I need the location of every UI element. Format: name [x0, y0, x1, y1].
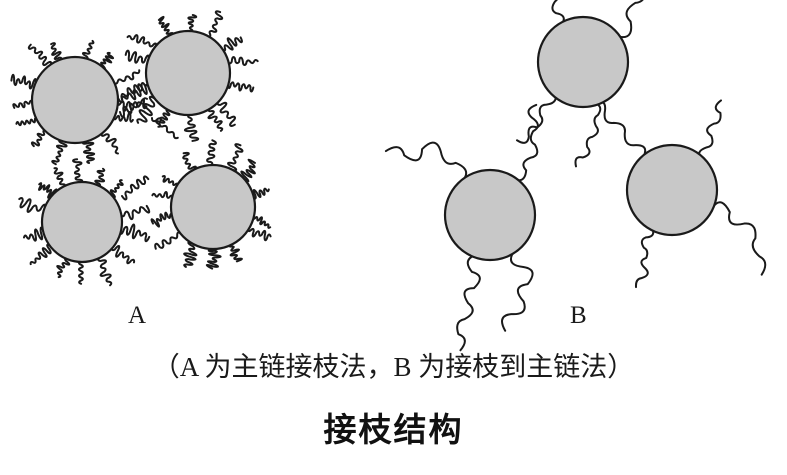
polymer-chain-a-2-11 — [72, 158, 84, 184]
figure-title: 接枝结构 — [323, 411, 464, 448]
polymer-chain-a-1-13 — [183, 113, 200, 142]
polymer-chain-a-2-1 — [119, 223, 151, 243]
polymer-chain-b-0-1 — [618, 0, 644, 39]
polymer-chain-a-3-3 — [182, 151, 197, 173]
polymer-chain-a-1-7 — [206, 10, 224, 38]
panel-b-illustration — [384, 0, 767, 352]
particle-a-1 — [144, 29, 232, 117]
polymer-chain-b-0-0 — [551, 0, 565, 25]
polymer-chain-b-1-2 — [456, 254, 481, 352]
polymer-chain-a-1-10 — [227, 81, 255, 93]
polymer-chain-a-3-12 — [183, 241, 198, 268]
bridge-chain-a-0 — [117, 82, 147, 104]
polymer-chain-a-3-7 — [251, 187, 270, 200]
polymer-chain-a-1-5 — [157, 15, 174, 37]
polymer-chain-a-0-0 — [12, 99, 34, 109]
polymer-chain-a-2-10 — [53, 167, 66, 189]
polymer-chain-a-2-7 — [22, 226, 45, 242]
polymer-chain-a-3-6 — [240, 158, 256, 183]
polymer-chain-a-2-3 — [97, 256, 113, 287]
bridge-chain-a-2 — [150, 117, 179, 140]
polymer-chain-a-2-0 — [119, 204, 151, 221]
polymer-chain-b-0-2 — [515, 95, 557, 144]
polymer-chain-b-2-3 — [710, 201, 767, 276]
particle-a-2 — [40, 180, 124, 264]
panel-b-label: B — [570, 302, 587, 329]
polymer-chain-a-0-2 — [27, 43, 53, 68]
polymer-chain-a-2-12 — [94, 167, 106, 187]
polymer-chain-a-3-9 — [247, 227, 272, 242]
polymer-chain-a-3-5 — [227, 143, 244, 172]
polymer-chain-a-2-2 — [110, 245, 136, 265]
polymer-chain-a-1-4 — [126, 34, 158, 49]
polymer-chain-a-0-1 — [10, 73, 37, 90]
polymer-chain-a-3-11 — [205, 247, 222, 270]
polymer-chain-a-2-8 — [18, 197, 47, 213]
polymer-chain-a-1-0 — [155, 108, 171, 128]
polymer-chain-a-3-0 — [150, 211, 174, 228]
polymer-chain-a-0-6 — [112, 69, 141, 85]
panel-a-label: A — [128, 302, 147, 329]
polymer-chain-a-3-8 — [252, 216, 272, 229]
polymer-chain-a-3-1 — [151, 191, 174, 199]
polymer-chain-a-1-3 — [124, 49, 150, 64]
polymer-chain-a-0-10 — [82, 139, 96, 165]
polymer-chain-a-1-6 — [187, 14, 198, 33]
polymer-chain-a-1-1 — [136, 95, 158, 124]
polymer-chain-a-0-5 — [99, 51, 115, 70]
polymer-chain-a-2-13 — [109, 179, 124, 199]
polymer-chain-a-0-12 — [30, 129, 47, 148]
polymer-chain-a-2-4 — [78, 260, 84, 285]
bridge-chain-a-1 — [119, 97, 148, 119]
polymer-chain-a-2-6 — [29, 243, 53, 266]
particle-b-0 — [536, 15, 630, 109]
bridge-chain-a-3 — [121, 175, 150, 201]
polymer-chain-a-1-9 — [227, 55, 259, 66]
polymer-chain-a-1-8 — [221, 36, 243, 52]
polymer-chain-a-0-3 — [50, 42, 63, 62]
figure-caption: （A 为主链接枝法，B 为接枝到主链法） — [152, 352, 635, 382]
particle-b-2 — [625, 143, 719, 237]
polymer-chain-b-2-2 — [634, 228, 655, 289]
polymer-chain-b-1-0 — [384, 141, 468, 182]
polymer-chain-b-0-3 — [574, 102, 602, 168]
polymer-chain-a-0-9 — [100, 130, 119, 155]
particle-a-3 — [169, 163, 257, 251]
panel-a-illustration — [10, 10, 272, 287]
polymer-chain-b-1-3 — [501, 251, 534, 332]
polymer-chain-a-1-12 — [207, 107, 224, 132]
polymer-chain-a-3-2 — [161, 175, 179, 187]
polymer-chain-b-1-1 — [516, 103, 539, 182]
polymer-chain-a-2-9 — [37, 182, 58, 199]
polymer-chain-a-0-4 — [81, 39, 95, 60]
polymer-chain-b-2-1 — [698, 99, 722, 161]
particle-a-0 — [30, 55, 120, 145]
polymer-chain-a-0-13 — [15, 117, 39, 127]
polymer-chain-a-3-4 — [206, 139, 217, 167]
polymer-chain-a-2-5 — [56, 257, 71, 279]
polymer-chain-a-0-11 — [51, 139, 68, 166]
particle-b-1 — [443, 168, 537, 262]
polymer-chain-b-2-0 — [591, 100, 647, 158]
polymer-chain-a-3-13 — [154, 231, 182, 250]
polymer-chain-a-3-10 — [228, 243, 243, 263]
polymer-chain-a-1-11 — [216, 100, 236, 127]
